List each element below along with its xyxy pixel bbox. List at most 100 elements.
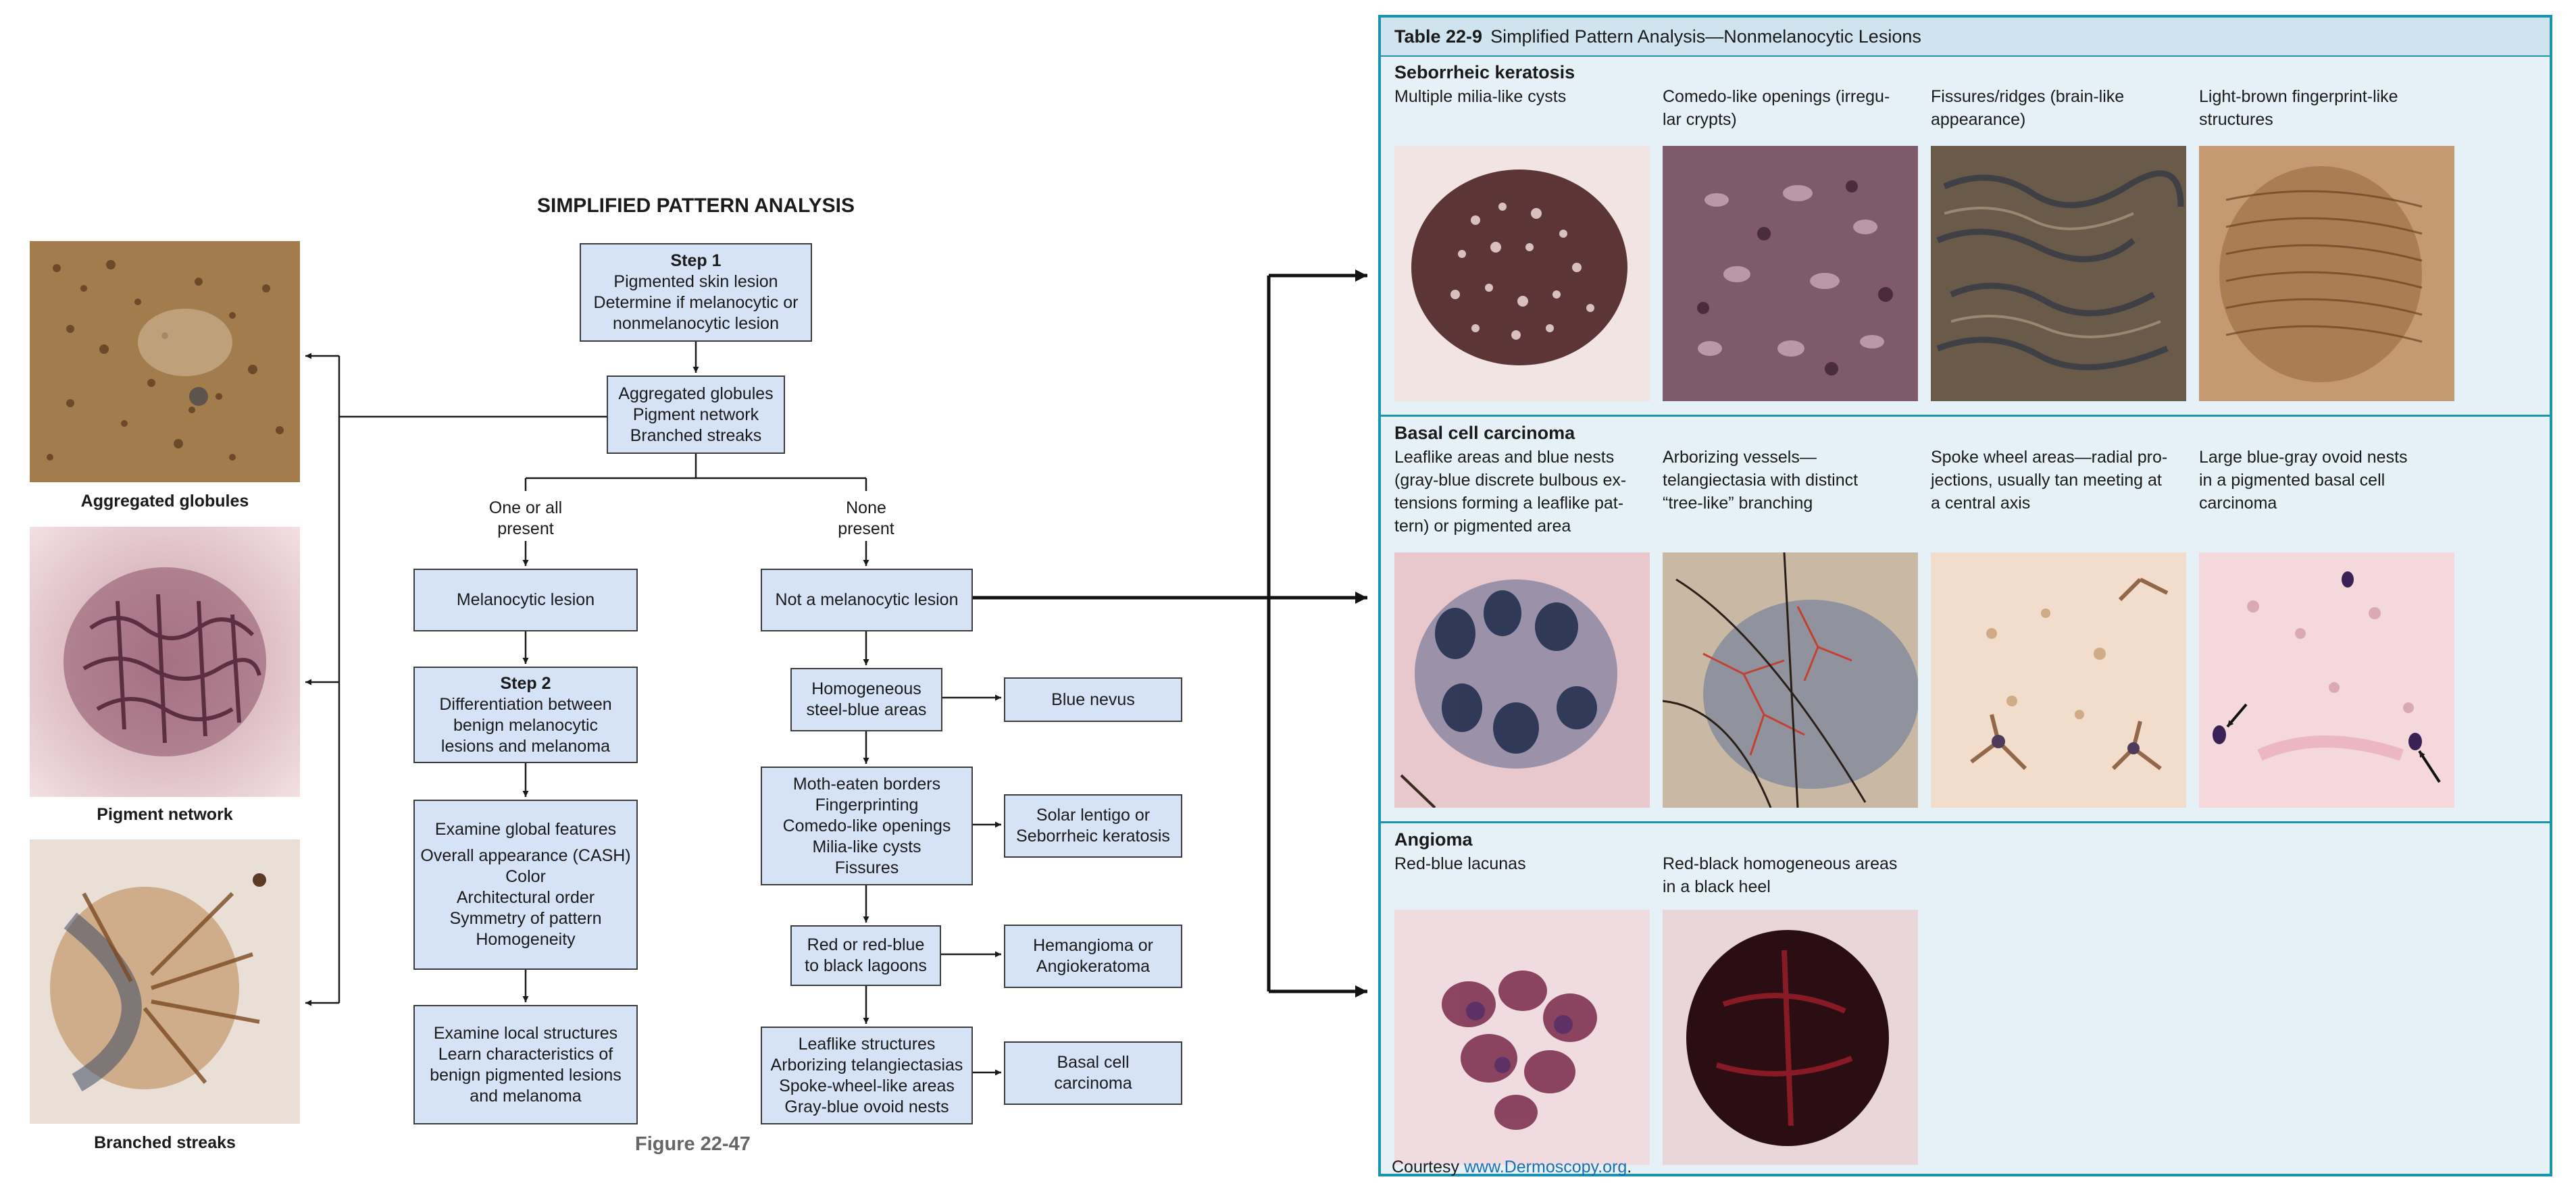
step1-box: Step 1 Pigmented skin lesion Determine i…	[580, 243, 812, 342]
not-melanocytic-label: Not a melanocytic lesion	[775, 590, 959, 609]
solar-line: Solar lentigo or	[1036, 806, 1151, 825]
global-line: Homogeneity	[476, 930, 576, 949]
moth-line: Moth-eaten borders	[792, 774, 941, 794]
moth-line: Fingerprinting	[815, 795, 919, 814]
caption-line: structures	[2199, 110, 2273, 129]
caption-line: Comedo-like openings (irregu-	[1663, 87, 1890, 106]
caption-line: a central axis	[1931, 494, 2031, 513]
moth-line: Milia-like cysts	[812, 837, 921, 856]
branch-line: None	[846, 498, 886, 517]
local-line: Learn characteristics of	[438, 1044, 613, 1064]
step1-heading: Step 1	[670, 251, 722, 270]
local-line: Examine local structures	[433, 1023, 618, 1043]
branch-line: One or all	[488, 498, 563, 517]
caption-line: in a black heel	[1663, 877, 1771, 896]
flow-title: SIMPLIFIED PATTERN ANALYSIS	[536, 195, 855, 217]
caption-line: Red-blue lacunas	[1394, 854, 1526, 873]
dermoscopy-link[interactable]: www.Dermoscopy.org	[1463, 1158, 1627, 1176]
caption-line: Red-black homogeneous areas	[1663, 854, 1898, 873]
caption-fingerprint: Light-brown fingerprint-like structures	[2199, 85, 2452, 131]
red-line: Red or red-blue	[807, 935, 925, 954]
caption-comedo-openings: Comedo-like openings (irregu- lar crypts…	[1663, 85, 1916, 131]
caption-line: Multiple milia-like cysts	[1394, 87, 1567, 106]
aggregated-globules-photo	[30, 241, 300, 482]
caption-line: lar crypts)	[1663, 110, 1737, 129]
melanocytic-lesion-box: Melanocytic lesion	[413, 569, 638, 631]
step2-line: Differentiation between	[439, 694, 612, 714]
step2-line: lesions and melanoma	[440, 736, 611, 756]
step1-line: Pigmented skin lesion	[613, 272, 778, 291]
caption-leaflike-areas: Leaflike areas and blue nests (gray-blue…	[1394, 446, 1648, 538]
leaf-line: Gray-blue ovoid nests	[784, 1097, 949, 1116]
spoke-wheel-photo	[1931, 552, 2186, 808]
table-number: Table 22-9	[1394, 26, 1483, 47]
homog-line: Homogeneous	[811, 679, 921, 698]
local-line: and melanoma	[470, 1086, 582, 1106]
caption-line: tensions forming a leaflike pat-	[1394, 494, 1624, 513]
bcc-line: Basal cell	[1057, 1053, 1130, 1072]
step2-heading: Step 2	[500, 673, 551, 693]
global-line: Overall appearance (CASH)	[420, 846, 631, 865]
pigment-network-caption: Pigment network	[97, 805, 233, 824]
caption-line: telangiectasia with distinct	[1663, 471, 1859, 490]
hemang-line: Angiokeratoma	[1036, 957, 1151, 976]
caption-line: appearance)	[1931, 110, 2026, 129]
caption-line: (gray-blue discrete bulbous ex-	[1394, 471, 1627, 490]
global-line: Examine global features	[434, 820, 617, 839]
courtesy-suffix: .	[1627, 1158, 1632, 1176]
caption-spoke-wheel: Spoke wheel areas—radial pro- jections, …	[1931, 446, 2184, 515]
branch-one-or-all-label: One or all present	[451, 498, 600, 540]
arborizing-vessels-photo	[1663, 552, 1918, 808]
caption-line: carcinoma	[2199, 494, 2277, 513]
local-line: benign pigmented lesions	[430, 1065, 622, 1085]
caption-line: Spoke wheel areas—radial pro-	[1931, 448, 2168, 467]
blue-nevus-label: Blue nevus	[1051, 690, 1135, 709]
moth-line: Comedo-like openings	[782, 816, 951, 835]
step1-line: nonmelanocytic lesion	[613, 314, 779, 333]
leaf-line: Spoke-wheel-like areas	[779, 1076, 955, 1095]
moth-line: Fissures	[834, 858, 899, 877]
branch-line: present	[838, 519, 894, 538]
not-melanocytic-box: Not a melanocytic lesion	[761, 569, 973, 631]
caption-fissures: Fissures/ridges (brain-like appearance)	[1931, 85, 2184, 131]
caption-red-black-areas: Red-black homogeneous areas in a black h…	[1663, 852, 1916, 898]
section-title-angioma: Angioma	[1394, 829, 1473, 850]
caption-line: in a pigmented basal cell	[2199, 471, 2385, 490]
branched-streaks-caption: Branched streaks	[94, 1133, 236, 1152]
step2-line: benign melanocytic	[453, 715, 598, 735]
blue-nevus-box: Blue nevus	[1004, 677, 1182, 722]
moth-eaten-box: Moth-eaten borders Fingerprinting Comedo…	[761, 767, 973, 885]
ovoid-nests-photo	[2199, 552, 2454, 808]
global-line: Color	[505, 867, 546, 886]
red-blue-lacunas-photo	[1394, 910, 1650, 1165]
comedo-openings-photo	[1663, 146, 1918, 401]
fingerprint-photo	[2199, 146, 2454, 401]
section-divider	[1381, 415, 2550, 417]
pigment-network-photo	[30, 527, 300, 797]
criteria-line: Pigment network	[632, 405, 759, 424]
basal-cell-box: Basal cell carcinoma	[1004, 1041, 1182, 1105]
red-black-areas-photo	[1663, 910, 1918, 1165]
criteria-line: Branched streaks	[630, 425, 762, 445]
caption-line: “tree-like” branching	[1663, 494, 1813, 513]
global-features-box: Examine global features Overall appearan…	[413, 800, 638, 970]
homog-line: steel-blue areas	[806, 700, 927, 719]
melanocytic-lesion-label: Melanocytic lesion	[456, 590, 595, 609]
solar-line: Seborrheic keratosis	[1016, 827, 1170, 846]
caption-line: Arborizing vessels—	[1663, 448, 1817, 467]
fissures-photo	[1931, 146, 2186, 401]
caption-line: Fissures/ridges (brain-like	[1931, 87, 2125, 106]
leaflike-box: Leaflike structures Arborizing telangiec…	[761, 1027, 973, 1124]
caption-line: jections, usually tan meeting at	[1931, 471, 2162, 490]
caption-red-blue-lacunas: Red-blue lacunas	[1394, 852, 1648, 875]
step2-box: Step 2 Differentiation between benign me…	[413, 667, 638, 763]
bcc-line: carcinoma	[1054, 1074, 1132, 1093]
leaf-line: Leaflike structures	[798, 1034, 936, 1054]
section-title-basal-cell: Basal cell carcinoma	[1394, 423, 1575, 443]
local-structures-box: Examine local structures Learn character…	[413, 1005, 638, 1124]
red-line: to black lagoons	[805, 956, 927, 975]
section-divider	[1381, 821, 2550, 823]
hemang-line: Hemangioma or	[1033, 936, 1153, 955]
solar-lentigo-box: Solar lentigo or Seborrheic keratosis	[1004, 794, 1182, 858]
